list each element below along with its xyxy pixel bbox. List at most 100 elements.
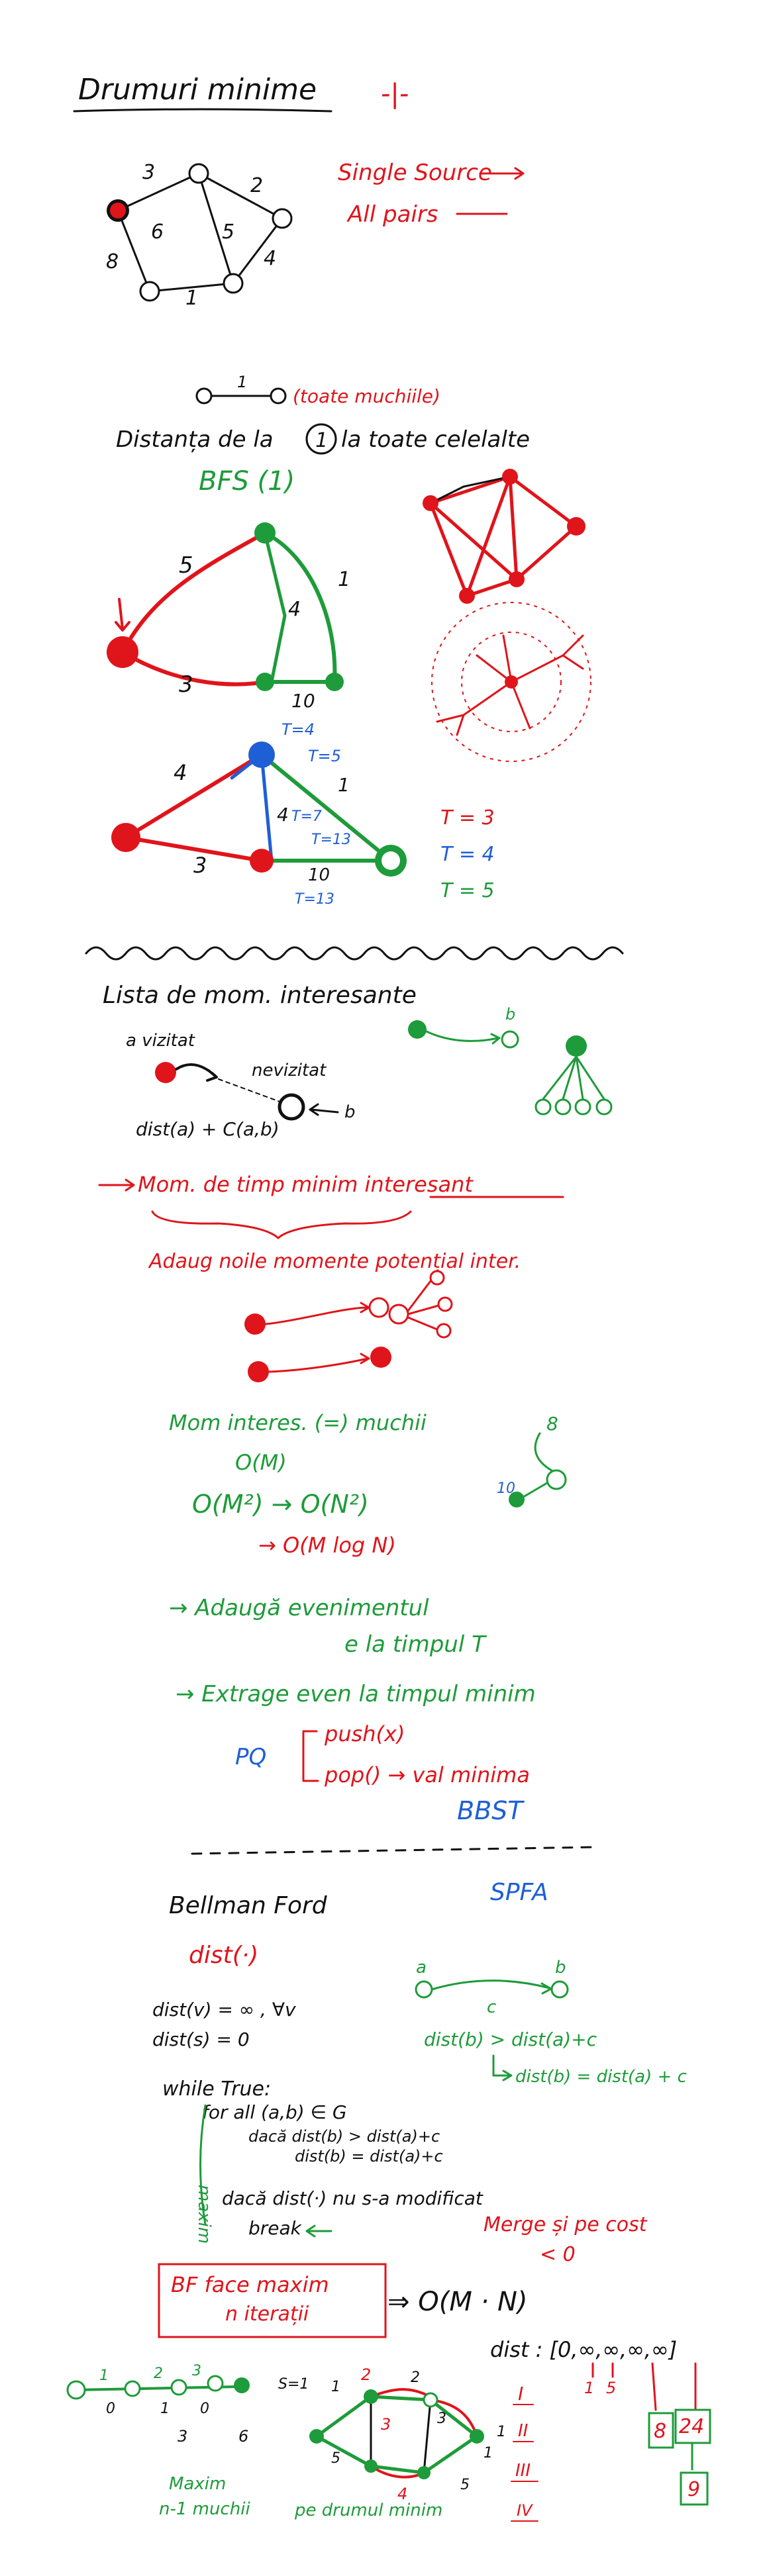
sketch-ripple-tree <box>431 602 591 762</box>
time-list-item: T = 5 <box>440 879 495 902</box>
complexity-omlogn: → O(M log N) <box>258 1533 396 1558</box>
time-label: T=13 <box>295 891 334 908</box>
edge-weight: 4 <box>277 804 289 826</box>
graph-node <box>256 673 274 691</box>
complexity-omn: ⇒ O(M · N) <box>387 2287 528 2317</box>
graph-node <box>111 823 140 852</box>
timed-graph: 4 1 4 3 10 T=4 T=5 T=7 T=13 T=13 <box>111 720 407 908</box>
node-a-label: a <box>416 1958 427 1978</box>
all-edges-note: (toate muchiile) <box>293 385 440 407</box>
edge-weight: 1 <box>338 568 350 591</box>
interesting-moment-line: Mom. de timp minim interesant <box>138 1172 474 1197</box>
time-label: T=7 <box>291 808 322 825</box>
edge-weight: 1 <box>338 774 350 796</box>
graph-node <box>223 273 244 294</box>
weighted-graph: 5 4 1 3 10 <box>107 522 350 712</box>
edge-weight: 4 <box>288 598 301 621</box>
code-line: dacă dist(b) > dist(a)+c <box>248 2127 440 2146</box>
unit-edge-sample: 1 <box>195 373 287 405</box>
graph-node <box>254 522 276 544</box>
corner-mark: -|- <box>381 79 409 109</box>
pq-pop: pop() → val minima <box>324 1762 530 1788</box>
bellman-ford-pseudocode: while True: for all (a,b) ∈ G dacă dist(… <box>162 2077 484 2244</box>
distance-text-end: la toate celelalte <box>341 426 530 453</box>
visited-unvisited-sketch: a vizitat nevizitat b dist(a) + C(a,b) <box>126 1031 356 1140</box>
edge-weight: 5 <box>331 2450 340 2467</box>
edge-weight: 2 <box>250 174 263 197</box>
node-b-label: b <box>555 1958 566 1978</box>
graph-node <box>250 849 274 873</box>
dist-update-value: 9 <box>688 2478 700 2501</box>
edge-weight: 1 <box>237 373 247 391</box>
edge-weight: 8 <box>106 250 119 273</box>
graph-node <box>248 741 275 768</box>
graph-node <box>188 163 209 184</box>
edge-weight: 3 <box>178 2427 187 2446</box>
code-line: break <box>248 2217 303 2239</box>
edge-cost-label: c <box>487 1997 496 2017</box>
section-divider <box>191 1846 597 1855</box>
bfs-label: BFS (1) <box>199 466 295 497</box>
title-underline <box>73 108 332 113</box>
iteration-label: II <box>518 2421 528 2441</box>
code-line: for all (a,b) ∈ G <box>202 2101 347 2123</box>
iteration-label: IV <box>517 2501 533 2520</box>
edge-weight: 3 <box>192 2363 201 2379</box>
negative-cost-value: < 0 <box>540 2243 576 2266</box>
node-circle-mark <box>305 423 337 455</box>
dist-function: dist(·) <box>189 1942 258 1969</box>
dist-update-value: 5 <box>606 2379 616 2397</box>
graph-node <box>107 636 138 668</box>
edge-weight: 1 <box>185 287 198 310</box>
green-expansion-sketch: b <box>408 1005 613 1116</box>
brace <box>151 1210 412 1239</box>
bf-example-graph: S=1 1 2 2 3 3 4 5 1 5 1 <box>278 2365 506 2503</box>
sketch-red-graph <box>423 469 586 604</box>
time-list-item: T = 3 <box>440 806 495 830</box>
edge-weight: 2 <box>154 2365 163 2382</box>
edge-weight: 5 <box>460 2477 470 2493</box>
dist-update-value: 24 <box>679 2415 704 2438</box>
edge-weight: 3 <box>179 671 193 698</box>
code-line: dacă dist(·) nu s-a modificat <box>222 2187 484 2209</box>
edge-weight: 1 <box>160 2401 170 2417</box>
pq-bracket <box>302 1730 319 1782</box>
iterations-box <box>158 2263 387 2338</box>
section-divider <box>85 946 624 961</box>
time-label: T=5 <box>308 747 341 765</box>
intro-graph: 3 2 6 5 8 1 4 <box>106 161 293 310</box>
edge-weight: 6 <box>151 220 164 244</box>
start-arrow <box>115 598 130 632</box>
edge-weight: 0 <box>200 2401 209 2417</box>
dist-array: dist : [0,∞,∞,∞,∞] <box>490 2337 677 2362</box>
all-pairs-label: All pairs <box>346 201 438 228</box>
edge-weight: 10 <box>497 1480 515 1497</box>
edge-weight: S=1 <box>278 2376 309 2393</box>
dist-update-value: 8 <box>654 2420 666 2443</box>
red-moments-sketch <box>244 1270 453 1382</box>
bbst-label: BBST <box>457 1796 525 1825</box>
moments-equal-edges: Mom interes. (=) muchii <box>169 1410 427 1435</box>
iterations-box-line: BF face maxim <box>171 2272 329 2297</box>
node-b-label: b <box>344 1102 356 1122</box>
edge-weight: 1 <box>331 2379 340 2395</box>
section-heading: Lista de mom. interesante <box>103 982 417 1009</box>
relax-edge-sketch: a b c <box>415 1958 569 2017</box>
complexity-om: O(M) <box>235 1450 287 1475</box>
max-note: Maxim <box>169 2474 226 2494</box>
edge-weight: 2 <box>411 2369 420 2386</box>
add-event-line-2: e la timpul T <box>344 1631 487 1658</box>
iteration-label: III <box>515 2461 531 2481</box>
path-note: pe drumul minim <box>294 2501 442 2520</box>
edge-weight: 3 <box>437 2410 446 2427</box>
graph-node <box>325 673 344 691</box>
iterations-box-line: n iterații <box>225 2303 309 2326</box>
edge-weight: 5 <box>179 552 193 579</box>
edge-weight: 3 <box>381 2415 391 2434</box>
edge-weight: 3 <box>142 161 155 184</box>
edge-weight: 5 <box>222 220 234 244</box>
section-heading: Bellman Ford <box>169 1892 328 1919</box>
edge-weight: 10 <box>308 865 330 885</box>
edge-weight: 6 <box>238 2427 248 2446</box>
dist-updates: 1 5 8 24 9 <box>584 2362 711 2506</box>
